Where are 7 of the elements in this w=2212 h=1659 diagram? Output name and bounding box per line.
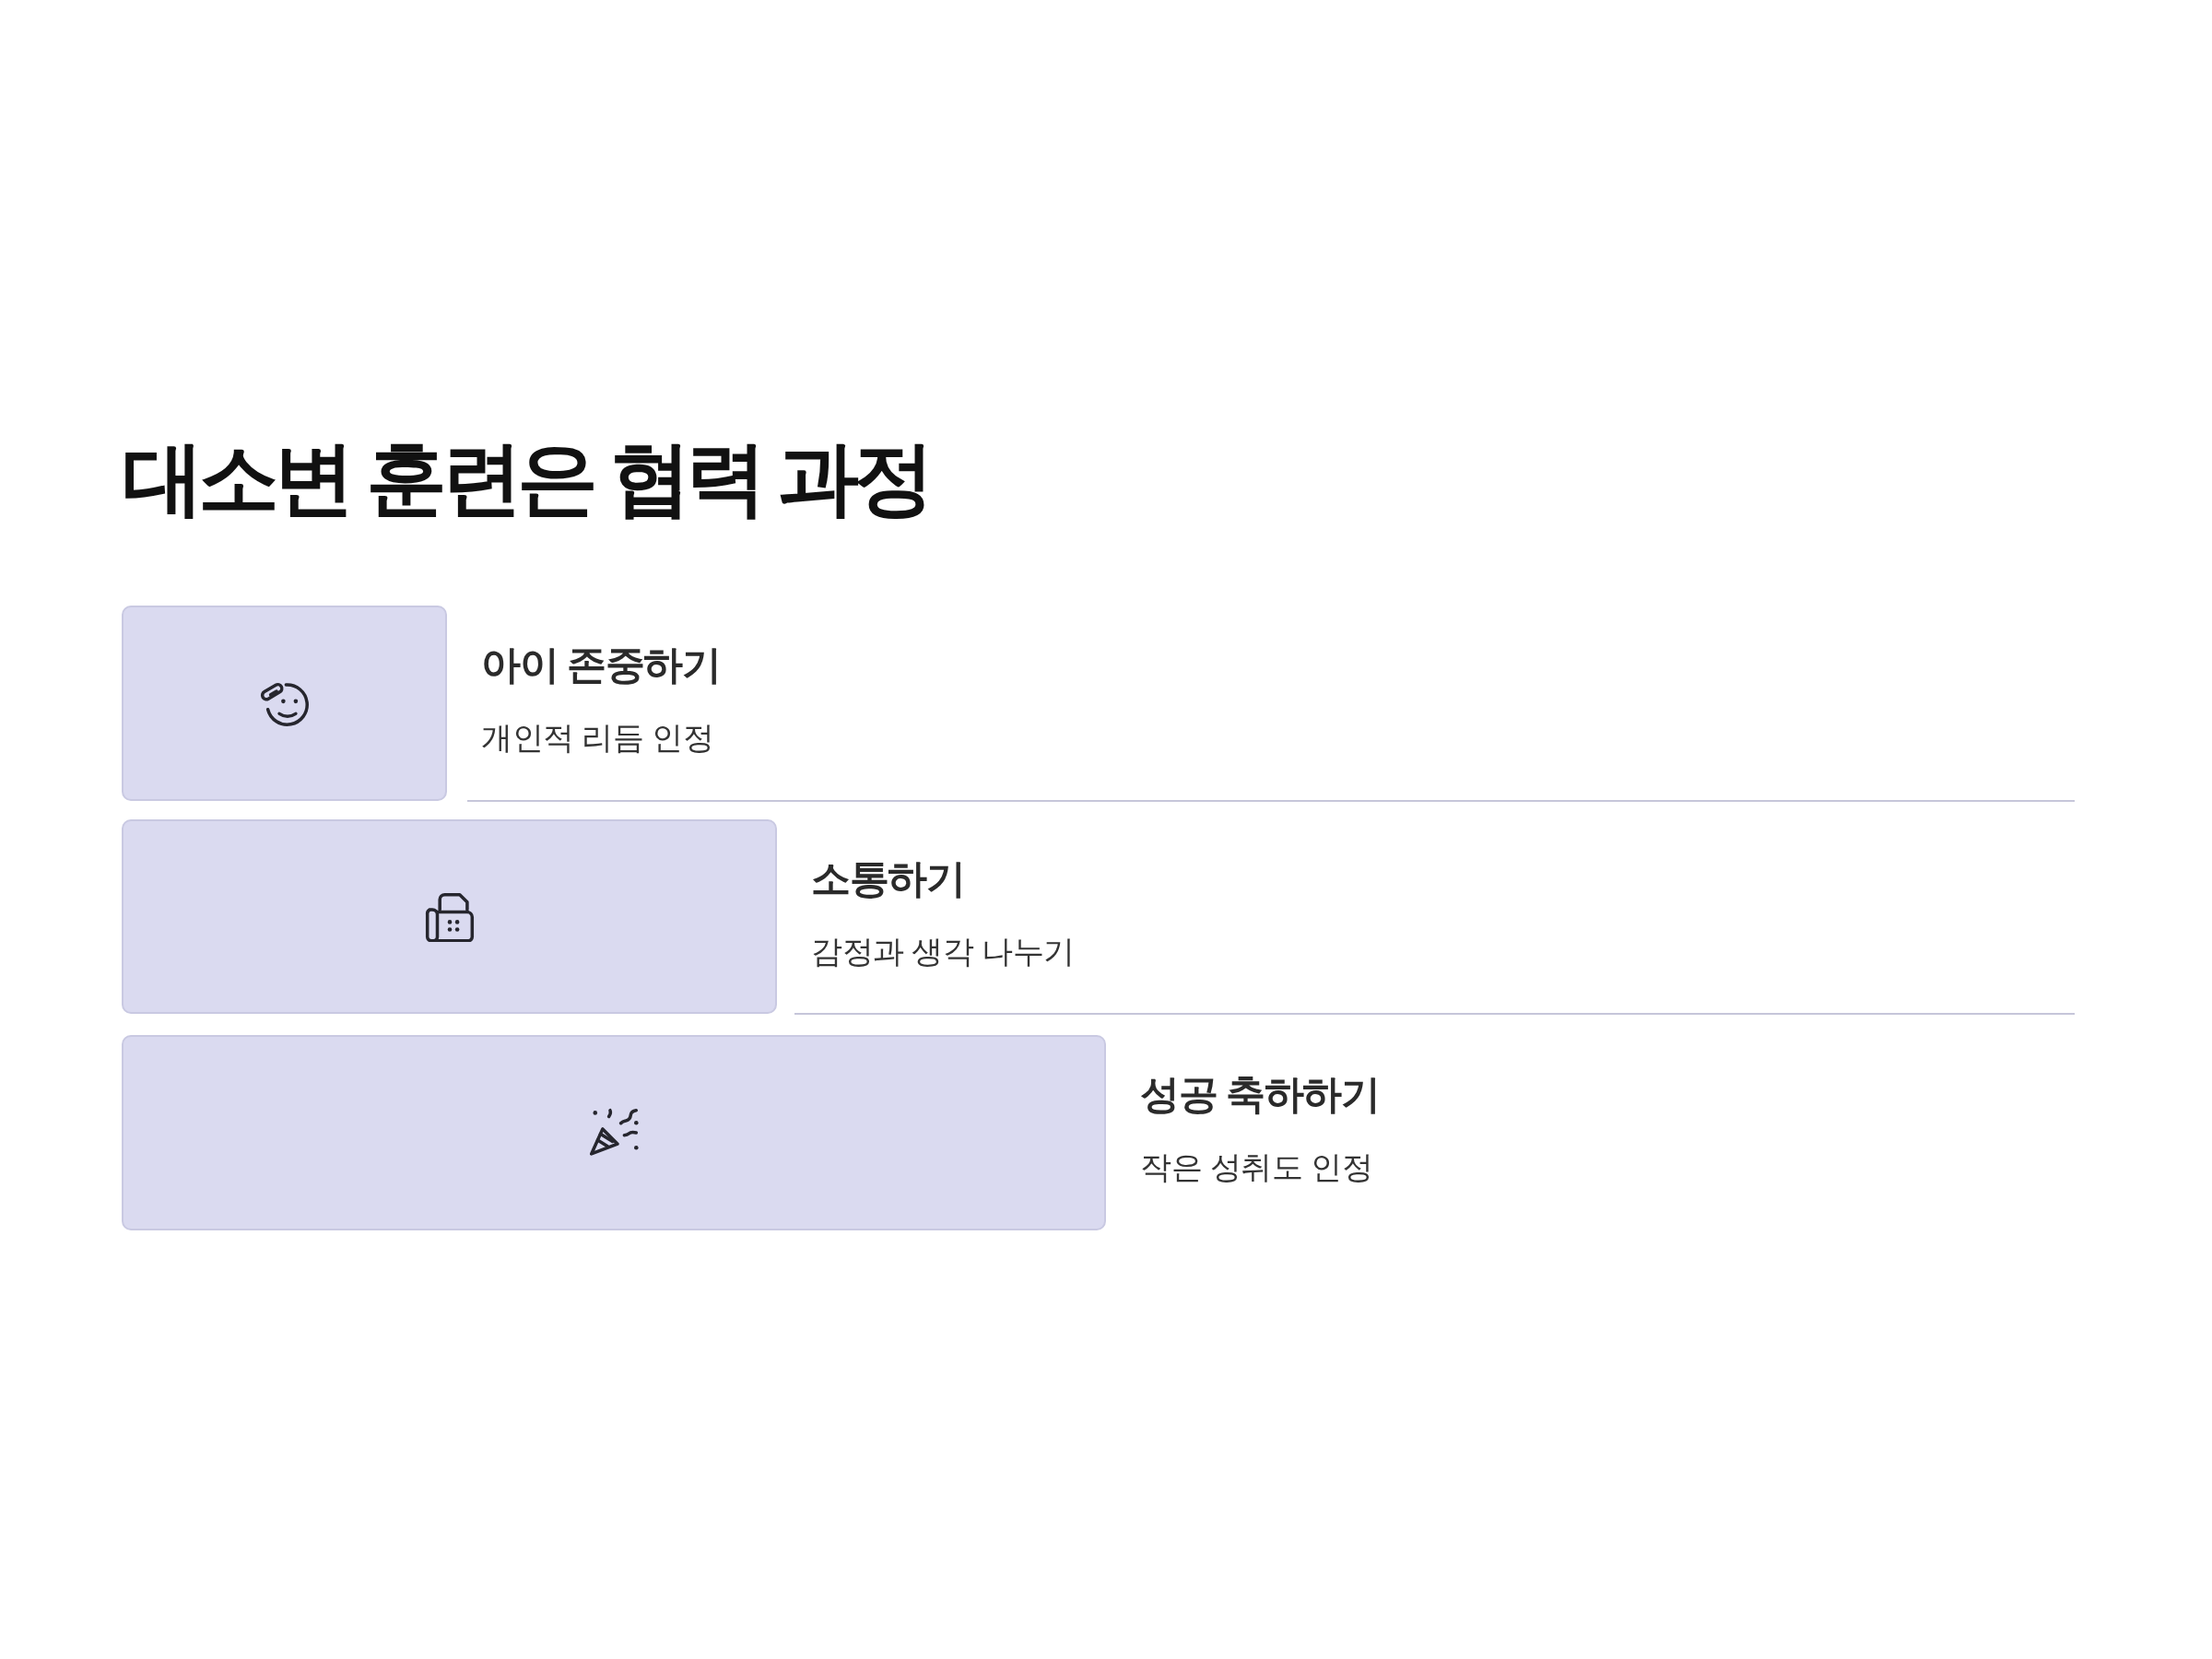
- step-heading: 아이 존중하기: [481, 642, 721, 688]
- title: 대소변 훈련은 협력 과정: [123, 433, 930, 524]
- step-heading: 성공 축하하기: [1140, 1072, 1380, 1118]
- step-heading: 소통하기: [811, 856, 964, 902]
- step-description: 작은 성취도 인정: [1140, 1149, 1373, 1186]
- step-description: 감정과 생각 나누기: [811, 934, 1075, 971]
- step-description: 개인적 리듬 인정: [481, 720, 714, 757]
